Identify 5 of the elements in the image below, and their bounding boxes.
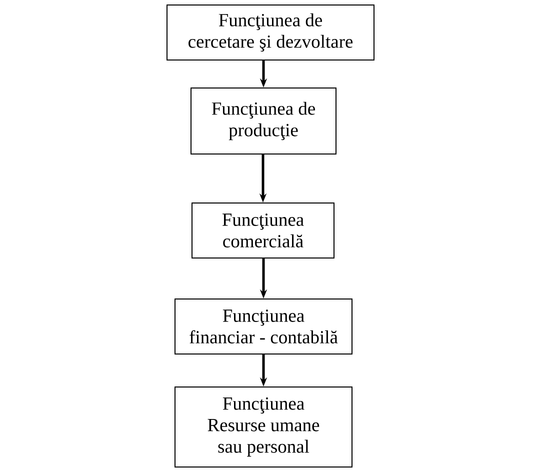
process-box: Funcţiunea Resurse umane sau personal xyxy=(174,386,352,468)
process-box: Funcţiunea de producţie xyxy=(190,87,336,154)
process-box: Funcţiunea de cercetare şi dezvoltare xyxy=(166,4,374,60)
process-box: Funcţiunea comercială xyxy=(192,202,334,258)
process-box: Funcţiunea financiar - contabilă xyxy=(174,298,352,354)
